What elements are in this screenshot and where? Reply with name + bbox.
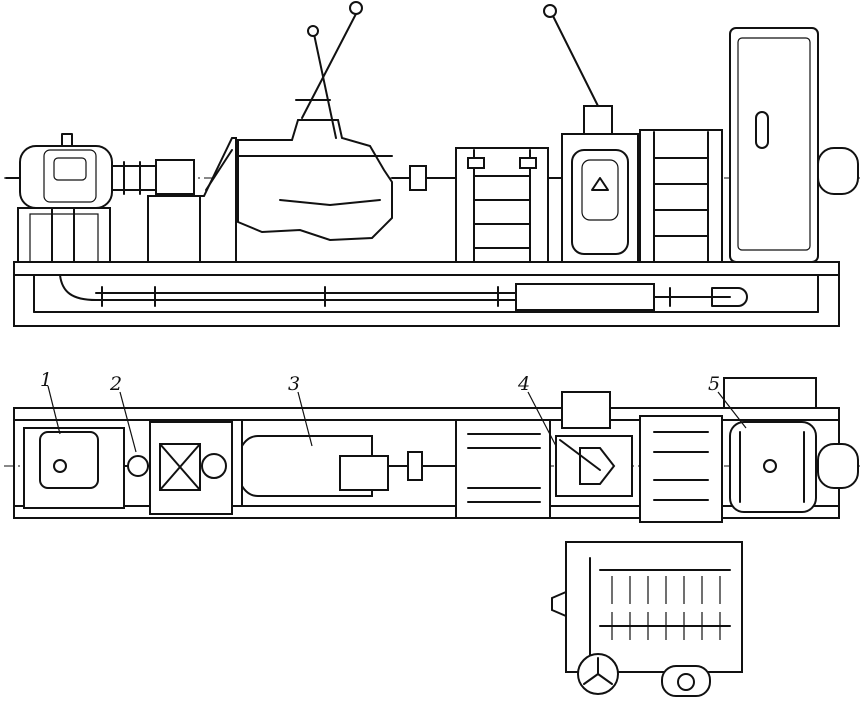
item-1-motor-plan <box>23 427 151 509</box>
item-5-flywheel-plan <box>639 377 859 523</box>
gearbox-under-test <box>237 1 457 242</box>
front-elevation <box>4 1 862 327</box>
item-3-gearbox-plan <box>241 435 457 497</box>
coupling-bracket <box>147 137 237 263</box>
base-frame <box>13 261 840 327</box>
callout-5: 5 <box>708 373 720 395</box>
reduction-box <box>543 4 639 263</box>
callout-1: 1 <box>40 369 52 391</box>
brake-housing <box>455 147 565 263</box>
control-cabinet <box>551 541 743 697</box>
flywheel-housing <box>639 129 723 263</box>
loading-cabinet <box>729 27 859 263</box>
callout-3: 3 <box>288 373 300 395</box>
callouts: 1 2 3 4 5 <box>40 369 747 453</box>
item-4-brake-plan <box>455 391 633 519</box>
callout-2: 2 <box>109 373 122 395</box>
drive-motor <box>5 133 157 263</box>
callout-4: 4 <box>517 373 530 395</box>
item-2-coupling <box>149 419 243 515</box>
plan-view <box>4 377 862 697</box>
